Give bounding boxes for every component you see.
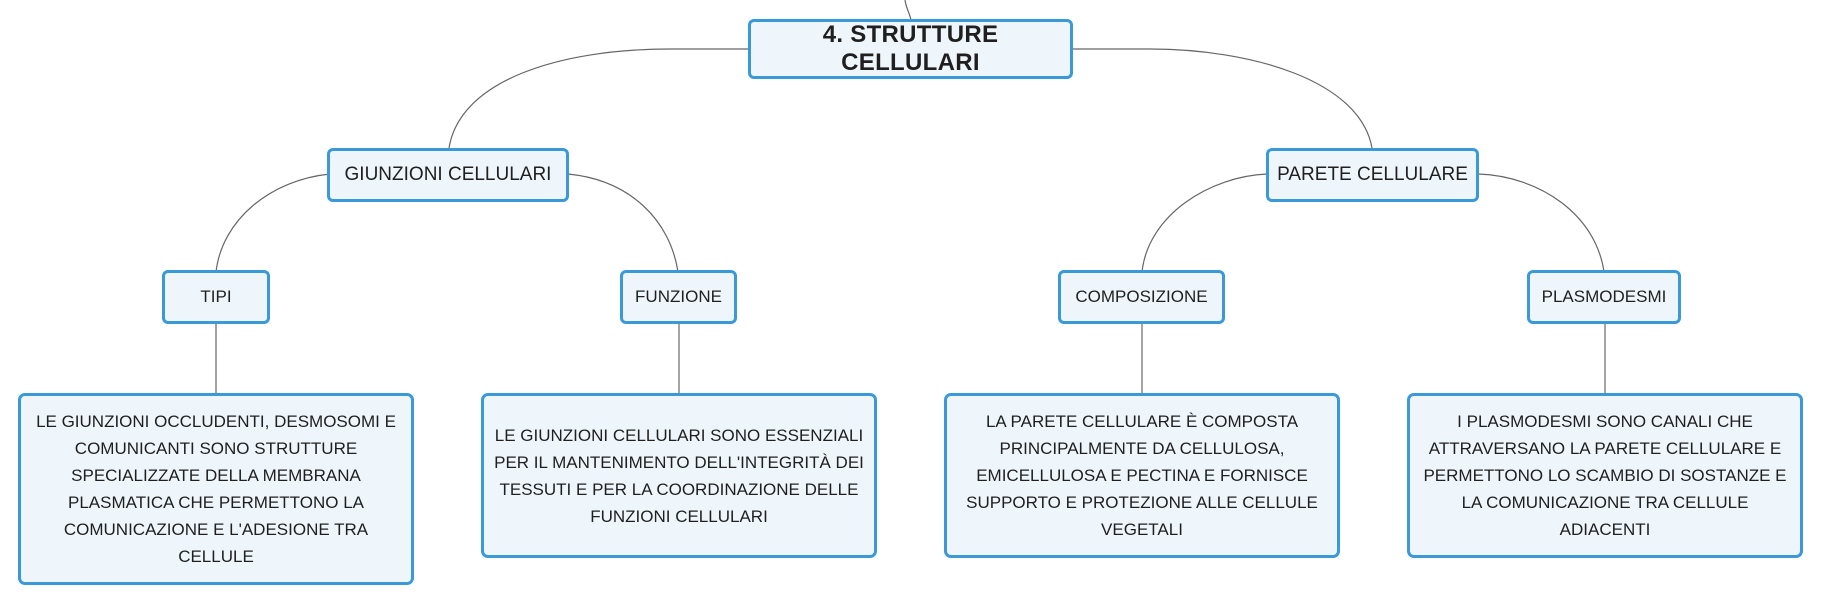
- connector-root-giunzioni: [448, 48, 750, 149]
- connector-parete-composizione: [1141, 173, 1269, 273]
- connector-giunzioni-funzione: [567, 173, 679, 273]
- detail-funzione[interactable]: LE GIUNZIONI CELLULARI SONO ESSENZIALI P…: [481, 393, 877, 558]
- subtopic-plasmodesmi[interactable]: PLASMODESMI: [1527, 270, 1681, 324]
- connector-giunzioni-tipi: [215, 173, 331, 273]
- detail-composizione[interactable]: LA PARETE CELLULARE È COMPOSTA PRINCIPAL…: [944, 393, 1340, 558]
- connector-parete-plasmodesmi: [1477, 173, 1605, 273]
- branch-giunzioni-cellulari[interactable]: GIUNZIONI CELLULARI: [327, 148, 569, 202]
- branch-parete-cellulare[interactable]: PARETE CELLULARE: [1266, 148, 1479, 202]
- connector-from-parent: [904, 0, 912, 21]
- connector-root-parete: [1071, 48, 1373, 149]
- root-topic[interactable]: 4. STRUTTURE CELLULARI: [748, 19, 1073, 79]
- subtopic-tipi[interactable]: TIPI: [162, 270, 270, 324]
- subtopic-funzione[interactable]: FUNZIONE: [620, 270, 737, 324]
- detail-plasmodesmi[interactable]: I PLASMODESMI SONO CANALI CHE ATTRAVERSA…: [1407, 393, 1803, 558]
- detail-tipi[interactable]: LE GIUNZIONI OCCLUDENTI, DESMOSOMI E COM…: [18, 393, 414, 585]
- subtopic-composizione[interactable]: COMPOSIZIONE: [1058, 270, 1225, 324]
